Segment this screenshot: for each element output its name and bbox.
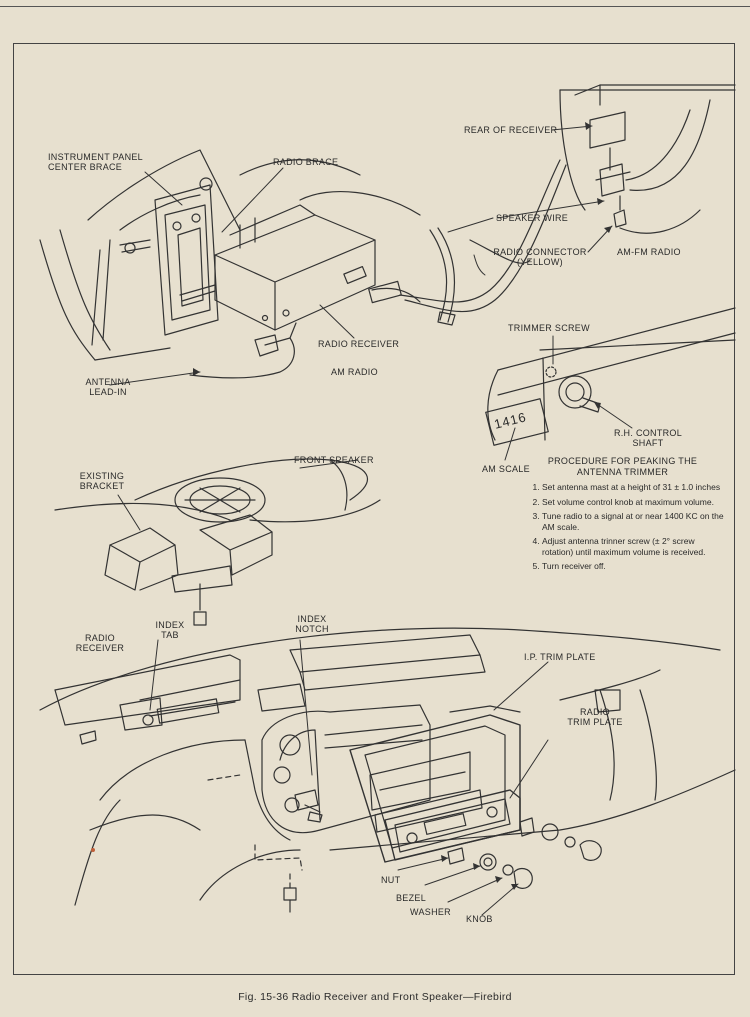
label-radio-trim-plate-line2: TRIM PLATE xyxy=(567,717,623,727)
dash-panel-outline xyxy=(39,149,421,361)
label-washer: WASHER xyxy=(410,907,451,917)
label-ip-brace-line1: INSTRUMENT PANEL xyxy=(48,152,143,162)
label-am-radio: AM RADIO xyxy=(331,367,378,377)
front-speaker-assembly xyxy=(54,458,381,626)
procedure-step: Turn receiver off. xyxy=(542,561,725,572)
top-rule xyxy=(0,6,750,7)
dashed-indicators xyxy=(207,774,303,889)
radio-receiver-box xyxy=(214,204,376,331)
leader-arrowheads xyxy=(193,122,612,890)
label-rh-control-line2: SHAFT xyxy=(632,438,664,448)
label-trimmer-screw: TRIMMER SCREW xyxy=(508,323,590,333)
radio-trim-plate xyxy=(384,789,521,861)
label-rh-control-shaft: R.H. CONTROL SHAFT xyxy=(598,428,698,448)
label-antenna-line2: LEAD-IN xyxy=(89,387,127,397)
label-radio-connector: RADIO CONNECTOR (YELLOW) xyxy=(480,247,600,267)
label-radio-connector-line1: RADIO CONNECTOR xyxy=(493,247,587,257)
knob-hardware xyxy=(447,817,602,889)
instrument-panel-lower xyxy=(39,627,736,906)
label-ip-trim-plate: I.P. TRIM PLATE xyxy=(524,652,596,662)
rear-of-receiver-detail xyxy=(559,84,736,234)
label-index-tab-line1: INDEX xyxy=(155,620,185,630)
marker-dot xyxy=(91,848,95,852)
label-front-speaker: FRONT SPEAKER xyxy=(294,455,374,465)
label-radio-receiver-bottom-line2: RECEIVER xyxy=(75,643,125,653)
label-nut: NUT xyxy=(381,875,401,885)
label-radio-connector-line2: (YELLOW) xyxy=(517,257,563,267)
label-existing-bracket: EXISTING BRACKET xyxy=(72,471,132,491)
label-existing-bracket-line1: EXISTING xyxy=(79,471,125,481)
label-ip-brace-line2: CENTER BRACE xyxy=(48,162,123,172)
figure-frame xyxy=(13,43,735,975)
label-rear-of-receiver: REAR OF RECEIVER xyxy=(464,125,558,135)
label-am-scale: AM SCALE xyxy=(482,464,530,474)
procedure-heading: PROCEDURE FOR PEAKING THE ANTENNA TRIMME… xyxy=(520,456,725,477)
wiring-harness xyxy=(368,159,567,326)
label-radio-receiver-bottom: RADIO RECEIVER xyxy=(70,633,130,653)
antenna-trimmer-procedure: PROCEDURE FOR PEAKING THE ANTENNA TRIMME… xyxy=(520,456,725,576)
label-radio-receiver-top: RADIO RECEIVER xyxy=(318,339,400,349)
label-index-notch-line1: INDEX xyxy=(297,614,327,624)
label-radio-brace: RADIO BRACE xyxy=(273,157,339,167)
label-index-notch-line2: NOTCH xyxy=(295,624,329,634)
antenna-lead-in xyxy=(189,322,297,379)
center-brace xyxy=(119,177,219,336)
procedure-step: Set antenna mast at a height of 31 ± 1.0… xyxy=(542,482,725,493)
procedure-steps: Set antenna mast at a height of 31 ± 1.0… xyxy=(520,482,725,572)
label-radio-receiver-bottom-line1: RADIO xyxy=(84,633,115,643)
ip-trim-plate xyxy=(349,714,521,863)
label-bezel: BEZEL xyxy=(396,893,427,903)
label-antenna-line1: ANTENNA xyxy=(85,377,131,387)
label-knob: KNOB xyxy=(466,914,493,924)
label-am-fm-radio: AM-FM RADIO xyxy=(617,247,681,257)
procedure-step: Adjust antenna trinner screw (± 2° screw… xyxy=(542,536,725,557)
figure-caption: Fig. 15-36 Radio Receiver and Front Spea… xyxy=(238,991,512,1003)
label-rh-control-line1: R.H. CONTROL xyxy=(613,428,683,438)
label-radio-trim-plate: RADIO TRIM PLATE xyxy=(560,707,630,727)
procedure-heading-line1: PROCEDURE FOR PEAKING THE xyxy=(547,456,698,466)
label-antenna-lead-in: ANTENNA LEAD-IN xyxy=(78,377,138,397)
trimmer-dial-detail xyxy=(485,307,736,446)
label-existing-bracket-line2: BRACKET xyxy=(79,481,125,491)
label-radio-trim-plate-line1: RADIO xyxy=(579,707,610,717)
procedure-step: Set volume control knob at maximum volum… xyxy=(542,497,725,508)
label-index-notch: INDEX NOTCH xyxy=(287,614,337,634)
leader-lines xyxy=(109,125,633,916)
label-speaker-wire: SPEAKER WIRE xyxy=(496,213,569,223)
cluster-housing xyxy=(261,704,431,834)
label-index-tab: INDEX TAB xyxy=(145,620,195,640)
procedure-heading-line2: ANTENNA TRIMMER xyxy=(576,466,669,477)
procedure-step: Tune radio to a signal at or near 1400 K… xyxy=(542,511,725,532)
label-instrument-panel-center-brace: INSTRUMENT PANEL CENTER BRACE xyxy=(48,152,143,172)
label-index-tab-line2: TAB xyxy=(161,630,179,640)
